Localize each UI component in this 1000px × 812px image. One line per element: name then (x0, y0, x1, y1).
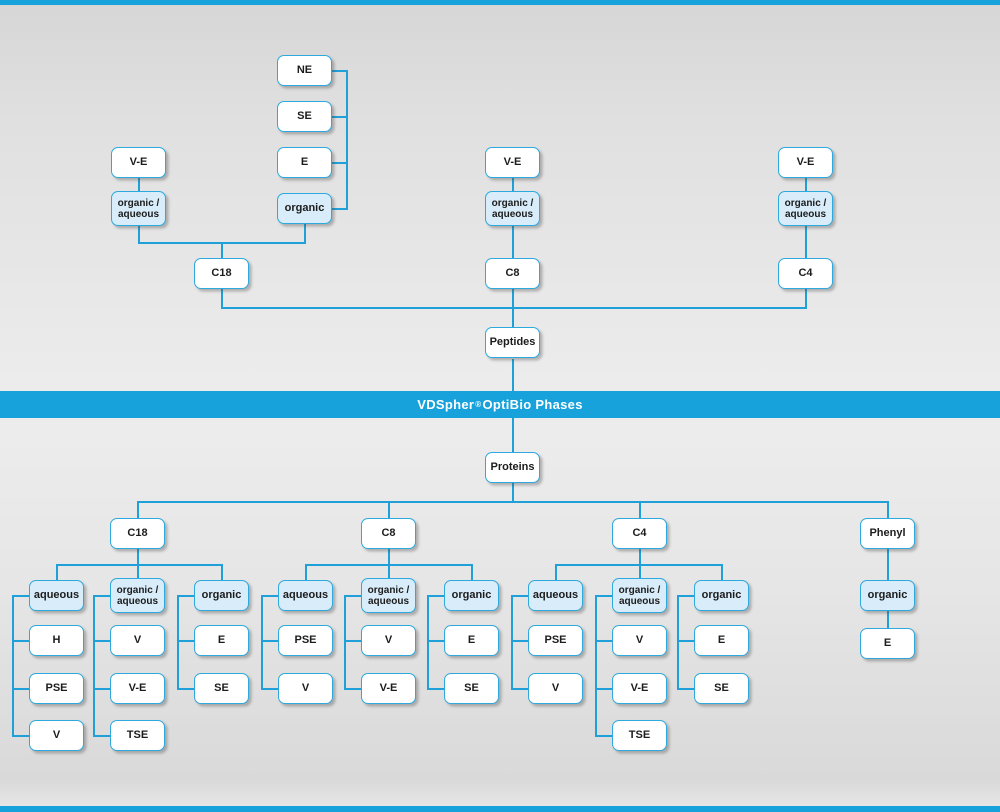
node-prot-c4-organic: organic (694, 580, 749, 611)
node-prot-c8-aqueous-pse: PSE (278, 625, 333, 656)
node-prot-c18-aqueous-v: V (29, 720, 84, 751)
node-prot-c4: C4 (612, 518, 667, 549)
node-pep-c18-organic: organic (277, 193, 332, 224)
node-pep-c8-ve: V-E (485, 147, 540, 178)
node-prot-c4-organic-se: SE (694, 673, 749, 704)
node-pep-c18-organic-e: E (277, 147, 332, 178)
node-pep-c18-organic-se: SE (277, 101, 332, 132)
node-pep-c4: C4 (778, 258, 833, 289)
node-prot-phenyl-organic: organic (860, 580, 915, 611)
node-prot-c4-orgaq-ve: V-E (612, 673, 667, 704)
node-prot-phenyl: Phenyl (860, 518, 915, 549)
node-prot-c4-aqueous-pse: PSE (528, 625, 583, 656)
node-pep-c18: C18 (194, 258, 249, 289)
node-prot-c8-aqueous-v: V (278, 673, 333, 704)
banner-rest: OptiBio Phases (482, 397, 583, 412)
node-prot-c18-organic-se: SE (194, 673, 249, 704)
node-prot-c8-orgaq-v: V (361, 625, 416, 656)
node-prot-c8-orgaq-ve: V-E (361, 673, 416, 704)
node-prot-c8-aqueous: aqueous (278, 580, 333, 611)
node-prot-c18-orgaq-v: V (110, 625, 165, 656)
node-prot-c18-orgaq-ve: V-E (110, 673, 165, 704)
node-prot-c18-organic: organic (194, 580, 249, 611)
node-prot-c8-organic-e: E (444, 625, 499, 656)
node-prot-c18-organic-aqueous: organic / aqueous (110, 578, 165, 613)
node-prot-c4-aqueous-v: V (528, 673, 583, 704)
node-pep-c18-organic-ne: NE (277, 55, 332, 86)
node-prot-c8: C8 (361, 518, 416, 549)
node-prot-c18-aqueous-h: H (29, 625, 84, 656)
node-pep-c8: C8 (485, 258, 540, 289)
node-prot-c4-aqueous: aqueous (528, 580, 583, 611)
node-prot-c8-organic-aqueous: organic / aqueous (361, 578, 416, 613)
node-pep-c18-ve: V-E (111, 147, 166, 178)
banner-brand: VDSpher (417, 397, 475, 412)
node-peptides-root: Peptides (485, 327, 540, 358)
banner-vdspher-optibio-phases: VDSpher® OptiBio Phases (0, 391, 1000, 418)
node-prot-c18: C18 (110, 518, 165, 549)
node-pep-c4-ve: V-E (778, 147, 833, 178)
node-prot-c8-organic-se: SE (444, 673, 499, 704)
node-prot-c4-organic-e: E (694, 625, 749, 656)
node-pep-c4-organic-aqueous: organic / aqueous (778, 191, 833, 226)
node-prot-c4-orgaq-v: V (612, 625, 667, 656)
node-pep-c8-organic-aqueous: organic / aqueous (485, 191, 540, 226)
node-prot-phenyl-organic-e: E (860, 628, 915, 659)
node-pep-c18-organic-aqueous: organic / aqueous (111, 191, 166, 226)
bottom-accent-strip (0, 806, 1000, 812)
node-proteins-root: Proteins (485, 452, 540, 483)
node-prot-c4-organic-aqueous: organic / aqueous (612, 578, 667, 613)
node-prot-c8-organic: organic (444, 580, 499, 611)
top-accent-strip (0, 0, 1000, 5)
node-prot-c18-aqueous: aqueous (29, 580, 84, 611)
node-prot-c18-orgaq-tse: TSE (110, 720, 165, 751)
node-prot-c18-organic-e: E (194, 625, 249, 656)
node-prot-c18-aqueous-pse: PSE (29, 673, 84, 704)
node-prot-c4-orgaq-tse: TSE (612, 720, 667, 751)
